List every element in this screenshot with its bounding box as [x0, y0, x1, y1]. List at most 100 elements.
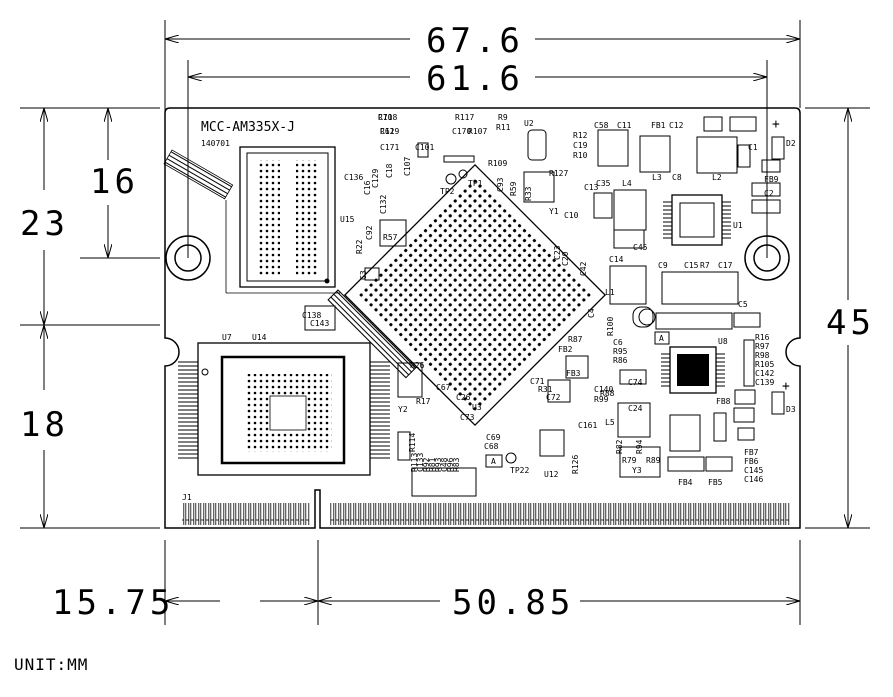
component-labels: U2 Y1 Y2 Y3 U12 TP1 TP2 TP22 L1 L2 L3 L4… [398, 117, 796, 487]
label-u1: U1 [733, 221, 743, 230]
label-fb4: FB4 [678, 478, 693, 487]
label-fb8: FB8 [716, 397, 731, 406]
dim-hole-spacing: 61.6 [426, 59, 524, 99]
ref-label-r22: R22 [355, 239, 364, 254]
label-fb5: FB5 [708, 478, 723, 487]
label-u3: U3 [472, 403, 482, 412]
ref-label-c19: C19 [573, 141, 588, 150]
connector-strip [327, 289, 417, 379]
ref-label-c170: C170 [452, 127, 471, 136]
ref-label-r109: R109 [488, 159, 507, 168]
marker-a-right: A [659, 334, 664, 343]
ref-label-c143: C143 [310, 319, 329, 328]
ref-label-r9: R9 [498, 113, 508, 122]
ref-label-c73: C73 [460, 413, 475, 422]
ref-label-r88: R88 [600, 389, 615, 398]
ref-label-r59: R59 [509, 181, 518, 196]
ref-label-c69: C69 [486, 433, 501, 442]
ref-label-r83: R83 [452, 457, 461, 472]
label-l3: L3 [652, 173, 662, 182]
label-y3: Y3 [632, 466, 642, 475]
ref-label-r89: R89 [646, 456, 661, 465]
board-date-code: 140701 [201, 139, 230, 148]
ref-label-r11: R11 [496, 123, 511, 132]
ref-label-c132: C132 [379, 195, 388, 214]
ref-label-c23: C23 [553, 245, 562, 260]
label-tp22: TP22 [510, 466, 529, 475]
mounting-hole-left [165, 235, 211, 281]
label-plus-bottom: + [782, 379, 790, 394]
dim-top-to-hole: 16 [90, 162, 139, 202]
label-d2: D2 [786, 139, 796, 148]
label-fb9: FB9 [764, 175, 779, 184]
ref-label-r31: R31 [538, 385, 553, 394]
ref-label-c16: C16 [363, 180, 372, 195]
ref-label-c10: C10 [564, 211, 579, 220]
ref-label-r12: R12 [573, 131, 588, 140]
ref-label-r17: R17 [416, 397, 431, 406]
label-fb6: FB6 [744, 457, 759, 466]
ref-label-c70: C70 [378, 113, 393, 122]
ref-label-c133: C133 [416, 453, 425, 472]
ref-label-r79: R79 [622, 456, 637, 465]
label-fb1: FB1 [651, 121, 666, 130]
ref-label-r127: R127 [549, 169, 568, 178]
ref-label-r118: R118 [378, 113, 397, 122]
label-plus-top: + [772, 117, 780, 132]
ref-label-r105: R105 [755, 360, 774, 369]
component-array-top-left [163, 149, 234, 200]
label-fb7: FB7 [744, 448, 759, 457]
label-u2: U2 [524, 119, 534, 128]
ref-label-c14: C14 [609, 255, 624, 264]
ref-label-c62: C62 [380, 127, 395, 136]
ref-label-c6: C6 [613, 338, 623, 347]
ref-label-c4: C4 [587, 308, 596, 318]
label-tp2: TP2 [440, 187, 455, 196]
ref-label-r97: R97 [755, 342, 770, 351]
chip-u1 [663, 194, 731, 246]
ref-label-r95: R95 [613, 347, 628, 356]
ref-label-c129: C129 [371, 169, 380, 188]
ref-label-c11: C11 [617, 121, 632, 130]
ref-label-c8: C8 [672, 173, 682, 182]
ref-label-r57: R57 [383, 233, 398, 242]
ref-label-c2: C2 [764, 189, 774, 198]
ref-label-c107: C107 [403, 157, 412, 176]
ref-label-c136: C136 [344, 173, 363, 182]
label-y2: Y2 [398, 405, 408, 414]
ref-label-c68: C68 [484, 442, 499, 451]
label-u15: U15 [340, 215, 355, 224]
label-d3: D3 [786, 405, 796, 414]
ref-label-c67: C67 [436, 383, 451, 392]
ref-label-c1: C1 [748, 143, 758, 152]
label-l1: L1 [605, 288, 615, 297]
label-u14: U14 [252, 333, 267, 342]
ref-label-r26: R26 [410, 361, 425, 370]
ref-label-c58: C58 [594, 121, 609, 130]
ref-label-c140: C140 [594, 385, 613, 394]
marker-a-bottom: A [491, 457, 496, 466]
ref-label-r98: R98 [755, 351, 770, 360]
ref-label-c9: C9 [658, 261, 668, 270]
label-j1: J1 [182, 493, 192, 502]
ref-label-r16: R16 [755, 333, 770, 342]
ref-label-c161: C161 [578, 421, 597, 430]
ref-label-c74: C74 [628, 378, 643, 387]
ref-label-r114: R114 [408, 433, 417, 452]
ref-label-r33: R33 [524, 186, 533, 201]
ref-label-c24: C24 [628, 404, 643, 413]
label-l2: L2 [712, 173, 722, 182]
board-name: MCC-AM335X-J [201, 120, 295, 135]
dim-overall-width: 67.6 [426, 21, 524, 61]
dim-height-23: 23 [20, 204, 69, 244]
dim-height-18: 18 [20, 405, 69, 445]
ref-label-r10: R10 [573, 151, 588, 160]
ref-label-r119: R119 [380, 127, 399, 136]
unit-label: UNIT:MM [14, 655, 89, 674]
dim-connector-length: 50.85 [452, 583, 574, 623]
dimension-lines [20, 20, 870, 625]
ref-label-r93: R93 [434, 457, 443, 472]
